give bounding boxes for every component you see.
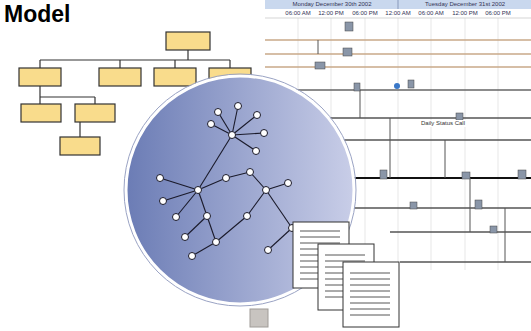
timeline-date: Monday December 30th 2002 — [291, 1, 372, 8]
document-stack — [293, 222, 399, 327]
timeline-time: 12:00 PM — [451, 10, 479, 17]
timeline-note: Daily Status Call — [420, 120, 466, 127]
timeline-time: 06:00 PM — [484, 10, 512, 17]
timeline-time: 06:00 PM — [351, 10, 379, 17]
timeline-time: 06:00 AM — [417, 10, 444, 17]
timeline-date: Tuesday December 31st 2002 — [424, 1, 506, 8]
timeline-time: 12:00 PM — [317, 10, 345, 17]
timeline-time: 12:00 AM — [384, 10, 411, 17]
timeline-time: 06:00 AM — [284, 10, 311, 17]
grey-square — [250, 309, 268, 327]
diagram-title: Model — [4, 1, 70, 28]
person-icon — [394, 83, 400, 89]
timeline-header — [265, 0, 531, 9]
